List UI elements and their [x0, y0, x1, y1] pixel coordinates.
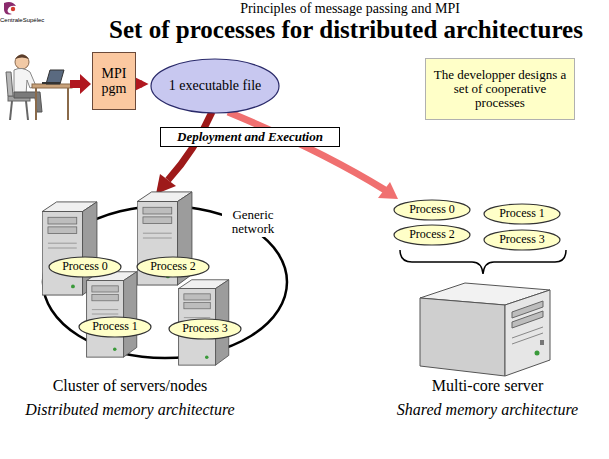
caption-text: Cluster of servers/nodes: [20, 377, 240, 395]
network-label: Generic network: [222, 208, 284, 237]
process-ellipse: Process 2: [136, 256, 210, 278]
process-ellipse: Process 1: [78, 316, 152, 338]
flow-arrow: [136, 81, 142, 88]
process-ellipse: Process 2: [393, 224, 471, 246]
deploy-arrow: [228, 112, 385, 190]
process-ellipse: Process 3: [168, 318, 242, 340]
caption-subtext: Shared memory architecture: [375, 401, 600, 419]
logo-icon: [4, 2, 16, 15]
program-box: MPI pgm: [92, 52, 136, 110]
node-text: Process 1: [92, 320, 138, 333]
ellipse-shape: [484, 230, 560, 250]
server-tower: [87, 272, 137, 357]
node-text: Process 2: [409, 228, 455, 241]
node-text: Process 3: [499, 233, 545, 246]
header-text: Principles of message passing and MPI: [140, 1, 560, 16]
node-text: Process 1: [499, 207, 545, 220]
multicore-server: [420, 283, 550, 376]
node-text: Process 0: [62, 260, 108, 273]
node-text: Process 2: [150, 260, 196, 273]
ellipse-shape: [394, 200, 470, 220]
caption-subtext: Distributed memory architecture: [5, 401, 255, 419]
ellipse-shape: [394, 225, 470, 245]
node-text: 1 executable file: [169, 78, 262, 93]
ellipse-shape: [484, 204, 560, 224]
flow-arrow: [70, 74, 91, 94]
ellipse-shape: [49, 257, 121, 277]
process-ellipse: Process 3: [483, 229, 561, 251]
process-ellipse: Process 1: [483, 203, 561, 225]
developer-figure: [6, 55, 72, 121]
node-text: Deployment and Execution: [177, 130, 323, 144]
logo-text: CentraleSupélec: [0, 17, 40, 24]
node-text: The developper designs a set of cooperat…: [429, 68, 571, 111]
slide-title: Set of processes for distributed archite…: [86, 16, 606, 44]
server-tower: [179, 280, 229, 365]
caption-text: Multi-core server: [390, 377, 585, 395]
process-ellipse: Process 0: [48, 256, 122, 278]
node-text: Process 0: [409, 203, 455, 216]
deployment-box: Deployment and Execution: [160, 127, 340, 147]
node-text: MPI pgm: [96, 66, 132, 97]
note-box: The developper designs a set of cooperat…: [425, 58, 575, 120]
group-bracket: [400, 250, 566, 274]
ellipse-shape: [169, 319, 241, 339]
ellipse-shape: [79, 317, 151, 337]
process-ellipse: Process 0: [393, 199, 471, 221]
ellipse-shape: [137, 257, 209, 277]
node-text: Process 3: [182, 322, 228, 335]
ellipse-shape: [151, 59, 279, 113]
executable-ellipse: 1 executable file: [150, 58, 280, 114]
deploy-arrowhead: [156, 174, 176, 194]
deploy-arrowhead: [378, 182, 398, 199]
